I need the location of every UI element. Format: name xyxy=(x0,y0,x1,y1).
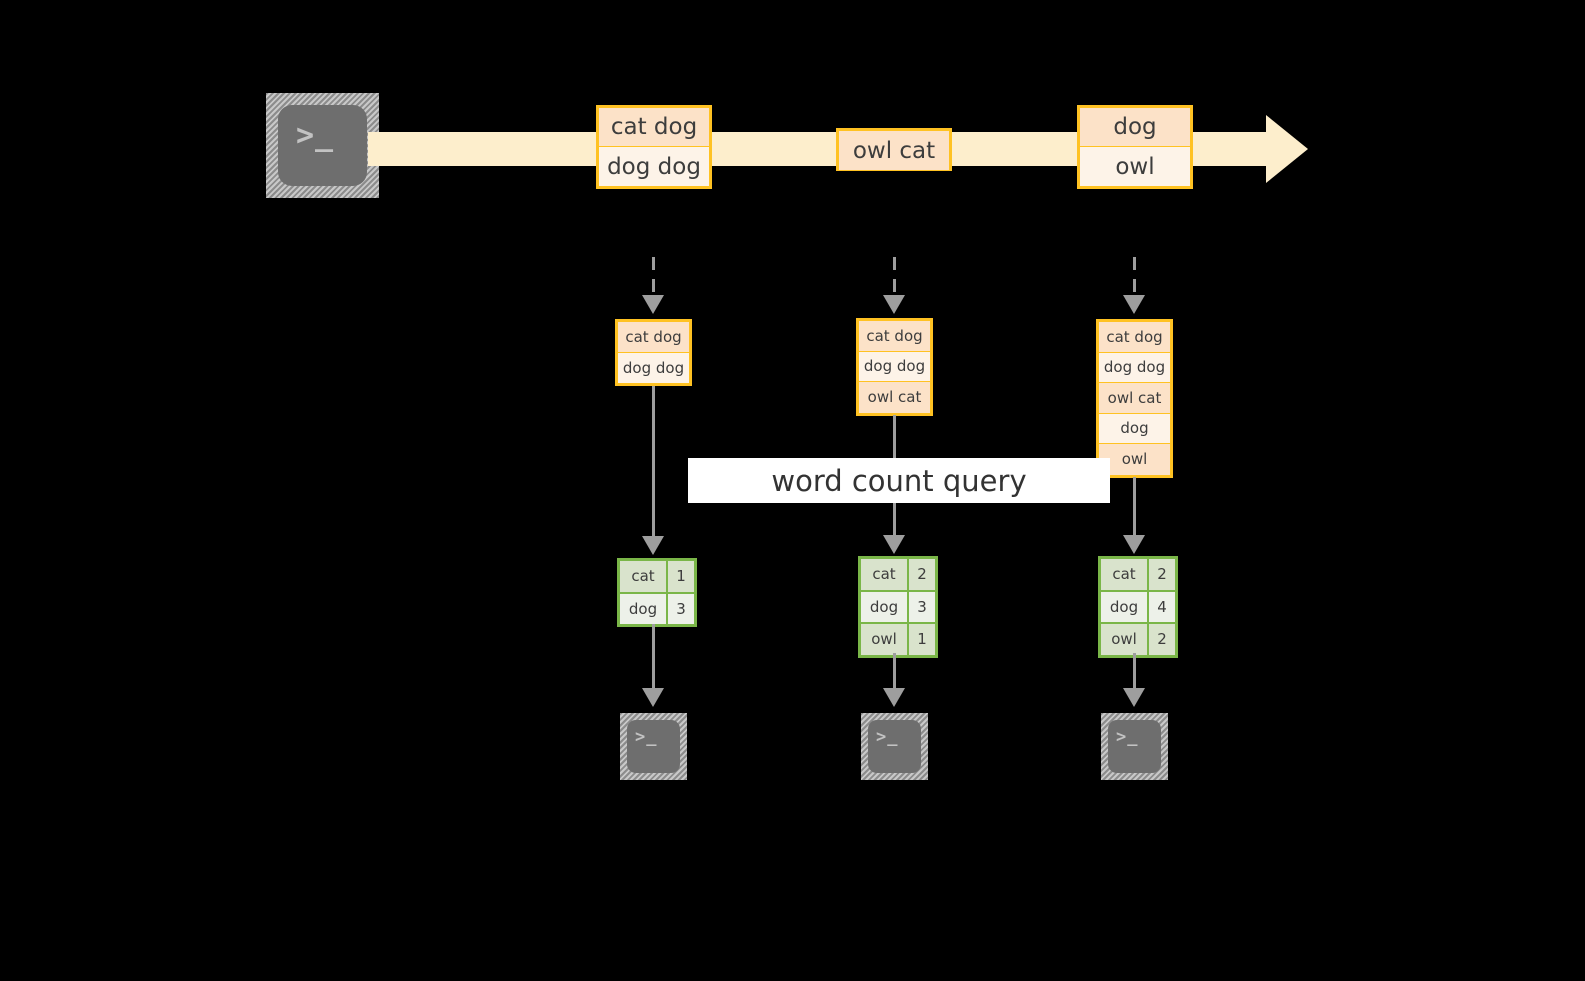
record-line: dog dog xyxy=(1099,352,1170,383)
terminal-body xyxy=(278,105,367,186)
snapshot-2-tap-line xyxy=(892,257,896,295)
count-cell: 3 xyxy=(668,593,694,624)
snapshot-3-sink-terminal-icon: >_ xyxy=(1101,713,1168,780)
snapshot-1-records[interactable]: cat dog dog dog xyxy=(615,319,692,386)
snapshot-1-query-line xyxy=(651,386,655,536)
table-row: dog 3 xyxy=(861,591,935,624)
table-row: owl 2 xyxy=(1101,624,1175,655)
count-cell: 1 xyxy=(909,624,935,655)
snapshot-1-sink-arrowhead xyxy=(642,688,664,707)
record-line: dog xyxy=(1099,413,1170,444)
record-line: dog dog xyxy=(618,352,689,383)
stream-record-1[interactable]: cat dog dog dog xyxy=(596,105,712,189)
terminal-prompt-glyph: >_ xyxy=(876,727,899,747)
count-cell: 1 xyxy=(668,561,694,592)
snapshot-3-sink-arrowhead xyxy=(1123,688,1145,707)
snapshot-1-query-arrowhead xyxy=(642,536,664,555)
word-cell: dog xyxy=(1101,591,1149,622)
count-cell: 2 xyxy=(1149,624,1175,655)
record-line: owl cat xyxy=(1099,383,1170,414)
terminal-prompt-glyph: >_ xyxy=(635,727,658,747)
snapshot-2-sink-arrowhead xyxy=(883,688,905,707)
count-cell: 2 xyxy=(909,559,935,590)
snapshot-2-sink-line xyxy=(892,653,896,688)
terminal-body xyxy=(1108,720,1161,773)
snapshot-1-result-table[interactable]: cat 1 dog 3 xyxy=(617,558,697,627)
snapshot-2-result-table[interactable]: cat 2 dog 3 owl 1 xyxy=(858,556,938,658)
record-line: owl cat xyxy=(839,131,949,170)
word-count-query-label: word count query xyxy=(688,458,1110,503)
record-line: owl xyxy=(1080,147,1190,186)
snapshot-1-sink-terminal-icon: >_ xyxy=(620,713,687,780)
snapshot-3-result-table[interactable]: cat 2 dog 4 owl 2 xyxy=(1098,556,1178,658)
count-cell: 4 xyxy=(1149,591,1175,622)
snapshot-3-tap-arrowhead xyxy=(1123,295,1145,314)
table-row: owl 1 xyxy=(861,624,935,655)
snapshot-3-records[interactable]: cat dog dog dog owl cat dog owl xyxy=(1096,319,1173,478)
word-cell: cat xyxy=(620,561,668,592)
word-cell: cat xyxy=(1101,559,1149,590)
stream-record-2[interactable]: owl cat xyxy=(836,128,952,171)
snapshot-2-tap-arrowhead xyxy=(883,295,905,314)
snapshot-2-records[interactable]: cat dog dog dog owl cat xyxy=(856,318,933,416)
snapshot-2-sink-terminal-icon: >_ xyxy=(861,713,928,780)
snapshot-3-query-line xyxy=(1132,477,1136,535)
stream-record-3[interactable]: dog owl xyxy=(1077,105,1193,189)
record-line: cat dog xyxy=(859,321,930,352)
word-cell: cat xyxy=(861,559,909,590)
table-row: dog 3 xyxy=(620,593,694,624)
record-line: owl xyxy=(1099,444,1170,475)
table-row: cat 2 xyxy=(861,559,935,592)
count-cell: 2 xyxy=(1149,559,1175,590)
table-row: dog 4 xyxy=(1101,591,1175,624)
snapshot-1-tap-arrowhead xyxy=(642,295,664,314)
table-row: cat 2 xyxy=(1101,559,1175,592)
record-line: dog dog xyxy=(859,351,930,382)
record-line: owl cat xyxy=(859,382,930,413)
count-cell: 3 xyxy=(909,591,935,622)
record-line: dog xyxy=(1080,108,1190,147)
source-terminal-icon: >_ xyxy=(266,93,379,198)
snapshot-3-query-arrowhead xyxy=(1123,535,1145,554)
terminal-body xyxy=(627,720,680,773)
word-cell: dog xyxy=(861,591,909,622)
terminal-body xyxy=(868,720,921,773)
word-cell: dog xyxy=(620,593,668,624)
word-cell: owl xyxy=(1101,624,1149,655)
record-line: cat dog xyxy=(1099,322,1170,353)
terminal-prompt-glyph: >_ xyxy=(296,118,335,153)
snapshot-1-sink-line xyxy=(651,624,655,688)
snapshot-1-tap-line xyxy=(651,257,655,295)
record-line: dog dog xyxy=(599,147,709,186)
snapshot-3-sink-line xyxy=(1132,653,1136,688)
table-row: cat 1 xyxy=(620,561,694,594)
record-line: cat dog xyxy=(599,108,709,147)
record-line: cat dog xyxy=(618,322,689,353)
terminal-prompt-glyph: >_ xyxy=(1116,727,1139,747)
snapshot-2-query-arrowhead xyxy=(883,535,905,554)
word-cell: owl xyxy=(861,624,909,655)
snapshot-3-tap-line xyxy=(1132,257,1136,295)
stream-arrow-head xyxy=(1266,115,1308,183)
